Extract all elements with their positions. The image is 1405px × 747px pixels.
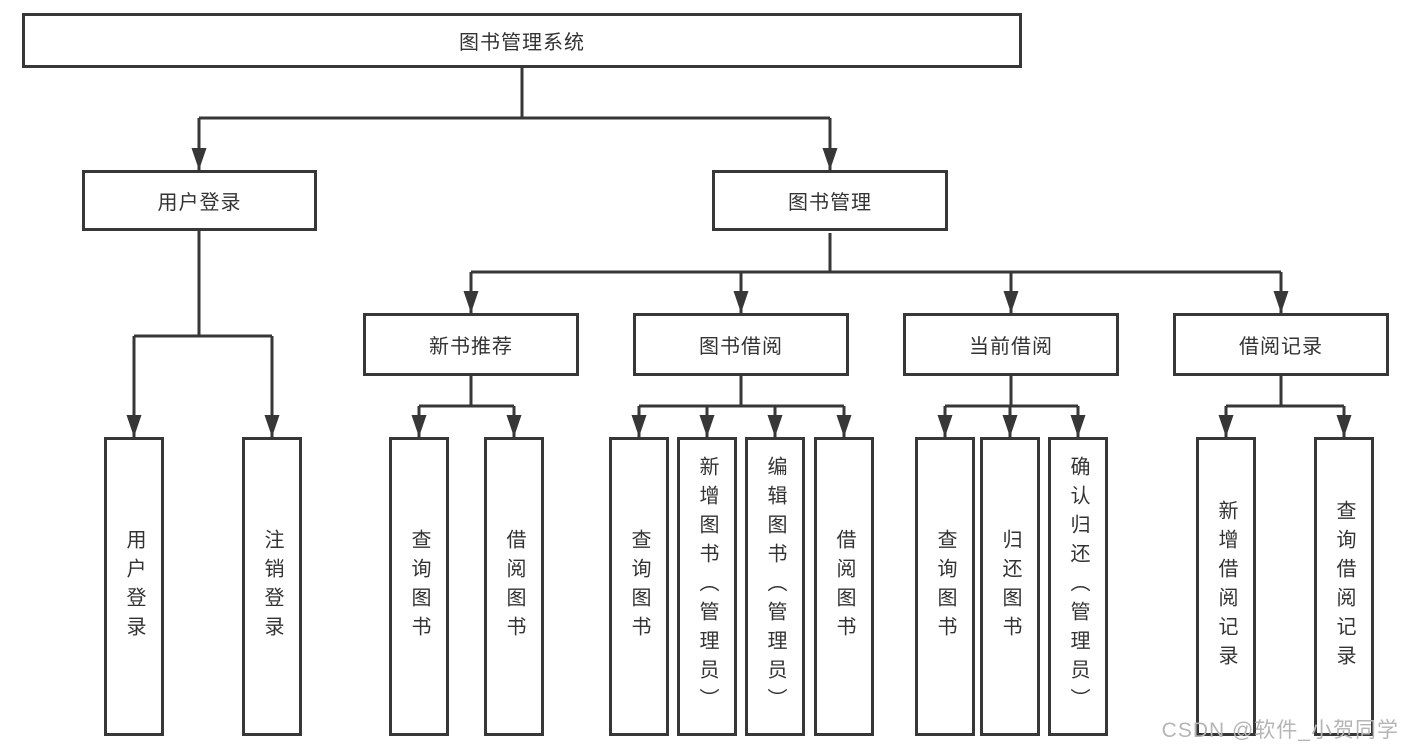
arrowhead (699, 415, 715, 437)
arrowhead (767, 415, 783, 437)
arrowhead (1218, 415, 1234, 437)
leaf-return-book: 归还图书 (980, 437, 1040, 736)
node-book-borrow: 图书借阅 (633, 313, 849, 376)
connector-book-management-to-level3 (469, 233, 1283, 313)
node-book-borrow-label: 图书借阅 (699, 336, 783, 358)
leaf-borrow-books-2: 借阅图书 (814, 437, 874, 736)
node-borrow-records: 借阅记录 (1173, 313, 1389, 376)
arrowhead (822, 148, 838, 170)
node-book-management: 图书管理 (712, 170, 948, 231)
arrowheads (126, 148, 1352, 437)
connector-borrow-records-to-leaves (1224, 376, 1346, 437)
leaf-borrow-books-1: 借阅图书 (484, 437, 544, 736)
leaf-confirm-return-admin: 确认归还（管理员） (1048, 437, 1108, 736)
leaf-query-books-3-label: 查询图书 (934, 528, 956, 645)
leaf-query-books-2: 查询图书 (609, 437, 669, 736)
leaf-add-book-admin-label: 新增图书（管理员） (696, 456, 718, 717)
arrowhead (1273, 291, 1289, 313)
leaf-confirm-return-admin-label: 确认归还（管理员） (1067, 456, 1089, 717)
leaf-add-book-admin: 新增图书（管理员） (677, 437, 737, 736)
node-new-book-recommend: 新书推荐 (363, 313, 579, 376)
node-user-login-label: 用户登录 (157, 192, 242, 214)
arrowhead (937, 415, 953, 437)
arrowhead (631, 415, 647, 437)
node-current-borrow-label: 当前借阅 (969, 336, 1053, 358)
leaf-query-borrow-record-label: 查询借阅记录 (1333, 499, 1355, 674)
leaf-add-borrow-record: 新增借阅记录 (1196, 437, 1256, 736)
arrowhead (1003, 291, 1019, 313)
node-borrow-records-label: 借阅记录 (1239, 336, 1323, 358)
arrowhead (506, 415, 522, 437)
leaf-logout-label: 注销登录 (261, 528, 283, 645)
leaf-query-borrow-record: 查询借阅记录 (1314, 437, 1374, 736)
leaf-query-books-1-label: 查询图书 (408, 528, 430, 645)
node-root-label: 图书管理系统 (459, 32, 585, 54)
leaf-return-book-label: 归还图书 (999, 528, 1021, 645)
connector-root-to-level2 (197, 68, 832, 170)
leaf-borrow-books-1-label: 借阅图书 (503, 528, 525, 645)
node-new-book-recommend-label: 新书推荐 (429, 336, 513, 358)
arrowhead (1336, 415, 1352, 437)
connector-book-borrow-to-leaves (637, 376, 846, 437)
arrowhead (411, 415, 427, 437)
node-root: 图书管理系统 (22, 13, 1022, 68)
leaf-edit-book-admin-label: 编辑图书（管理员） (764, 456, 786, 717)
arrowhead (463, 291, 479, 313)
arrowhead (1002, 415, 1018, 437)
arrowhead (264, 415, 280, 437)
arrowhead (126, 415, 142, 437)
leaf-edit-book-admin: 编辑图书（管理员） (745, 437, 805, 736)
connector-user-login-to-leaves (132, 231, 274, 437)
connector-new-book-recommend-to-leaves (417, 376, 516, 437)
arrowhead (1070, 415, 1086, 437)
leaf-user-login-label: 用户登录 (123, 528, 145, 645)
arrowhead (191, 148, 207, 170)
leaf-borrow-books-2-label: 借阅图书 (833, 528, 855, 645)
leaf-add-borrow-record-label: 新增借阅记录 (1215, 499, 1237, 674)
leaf-query-books-1: 查询图书 (389, 437, 449, 736)
node-user-login: 用户登录 (82, 170, 317, 231)
arrowhead (836, 415, 852, 437)
node-book-management-label: 图书管理 (788, 192, 872, 214)
leaf-query-books-3: 查询图书 (915, 437, 975, 736)
leaf-user-login: 用户登录 (104, 437, 164, 736)
arrowhead (733, 291, 749, 313)
leaf-query-books-2-label: 查询图书 (628, 528, 650, 645)
leaf-logout: 注销登录 (242, 437, 302, 736)
node-current-borrow: 当前借阅 (903, 313, 1119, 376)
watermark: CSDN @软件_小贺同学 (1161, 719, 1399, 742)
